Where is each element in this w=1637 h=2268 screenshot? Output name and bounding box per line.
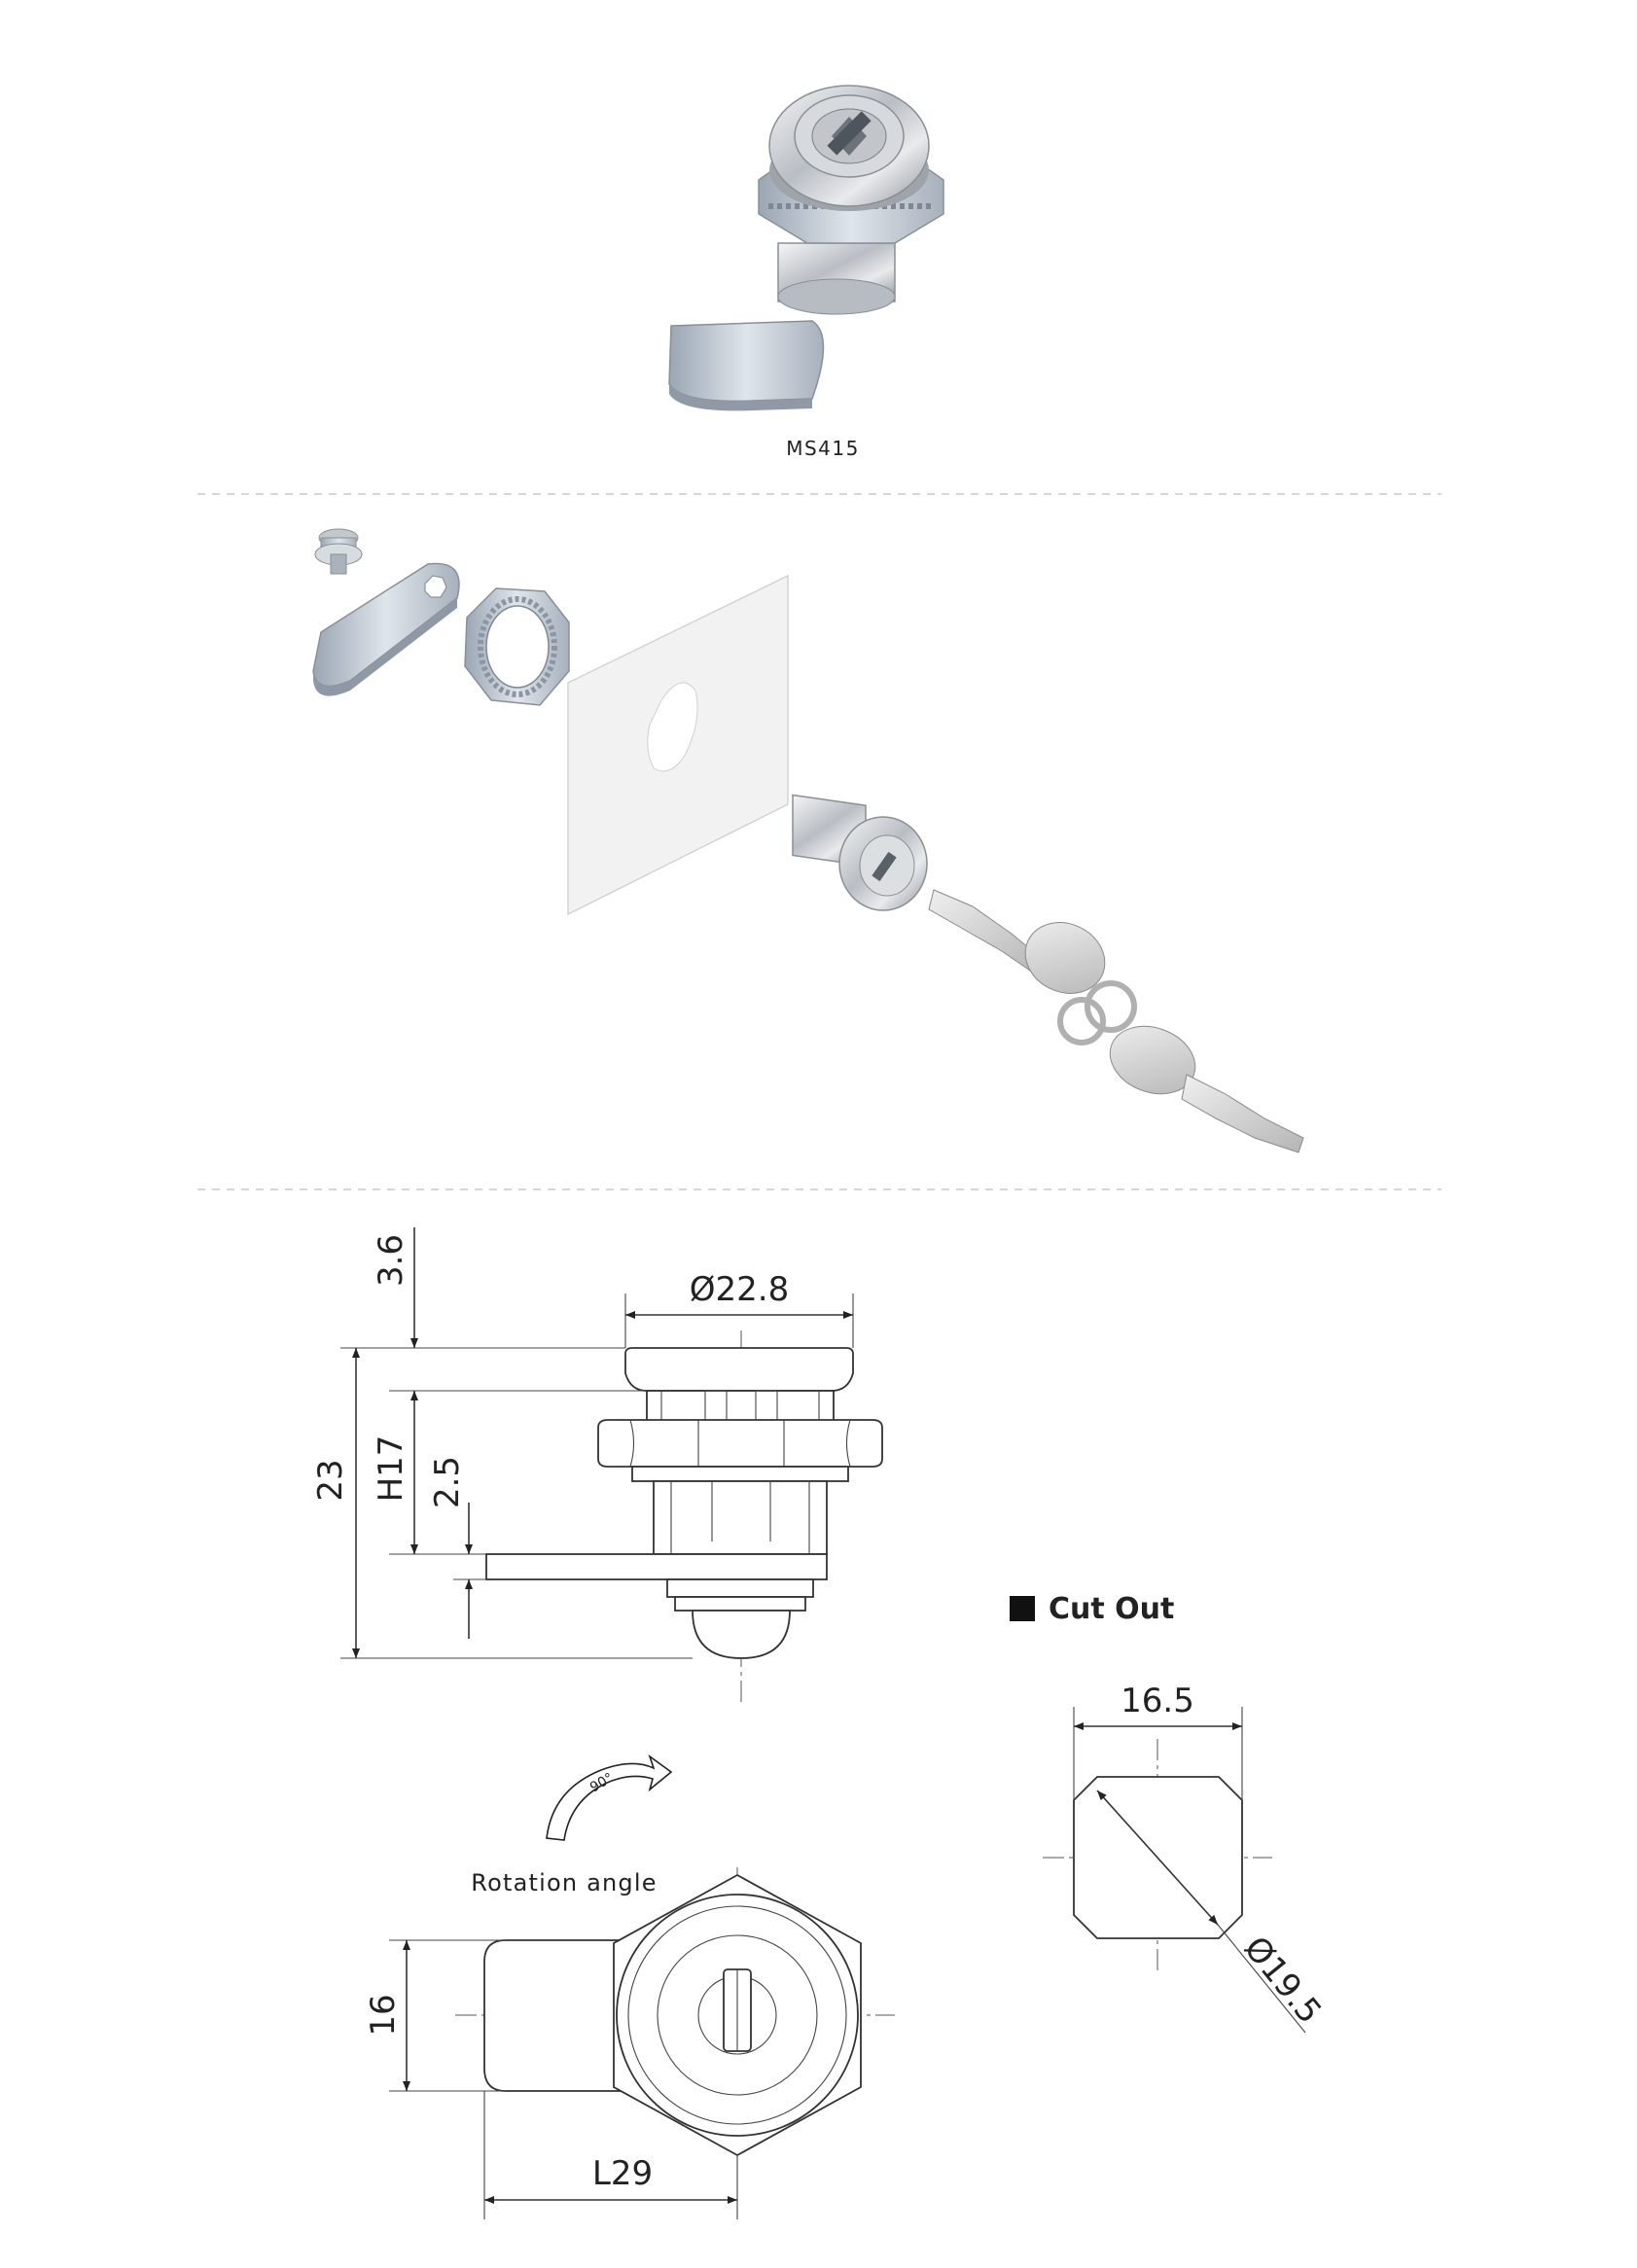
top-view-drawing: 90° Rotation angle 16 L29 [364, 1754, 895, 2219]
cutout-bullet-icon [1010, 1596, 1035, 1621]
cam-bar [485, 1553, 828, 1580]
flange-head [624, 1347, 854, 1392]
overall-height-label: 23 [311, 1459, 350, 1501]
panel-height-label: H17 [372, 1435, 410, 1503]
front-view-drawing: Ø22.8 3.6 23 H17 2.5 [311, 1227, 883, 1702]
rotation-arrow-icon [546, 1754, 673, 1841]
cam-screw [692, 1610, 791, 1659]
cam-thickness-label: 2.5 [428, 1456, 467, 1508]
cutout-diameter-label: Ø19.5 [1236, 1930, 1330, 2032]
cam-part [312, 562, 460, 696]
top-cam [483, 1939, 623, 2092]
screw-part [314, 528, 363, 575]
model-label: MS415 [786, 437, 860, 460]
lock-body [653, 1480, 828, 1555]
cam-width-label: 16 [364, 1994, 403, 2036]
dim-cutout-diameter [1096, 1790, 1219, 1926]
cylinder-part [792, 794, 928, 911]
cutout-section: Cut Out 16.5 Ø19.5 [1010, 1592, 1330, 2034]
nut-part [464, 587, 570, 706]
product-image [668, 85, 944, 411]
exploded-view [312, 528, 1304, 1153]
keys-part [928, 889, 1304, 1153]
cutout-title: Cut Out [1049, 1592, 1174, 1626]
hex-nut [597, 1419, 883, 1468]
cutout-width-label: 16.5 [1121, 1682, 1194, 1720]
flange-height-label: 3.6 [372, 1234, 410, 1287]
rotation-label: Rotation angle [471, 1869, 657, 1896]
cam-length-label: L29 [592, 2154, 653, 2193]
panel-part [567, 574, 789, 916]
flange-diameter-label: Ø22.8 [690, 1270, 789, 1309]
